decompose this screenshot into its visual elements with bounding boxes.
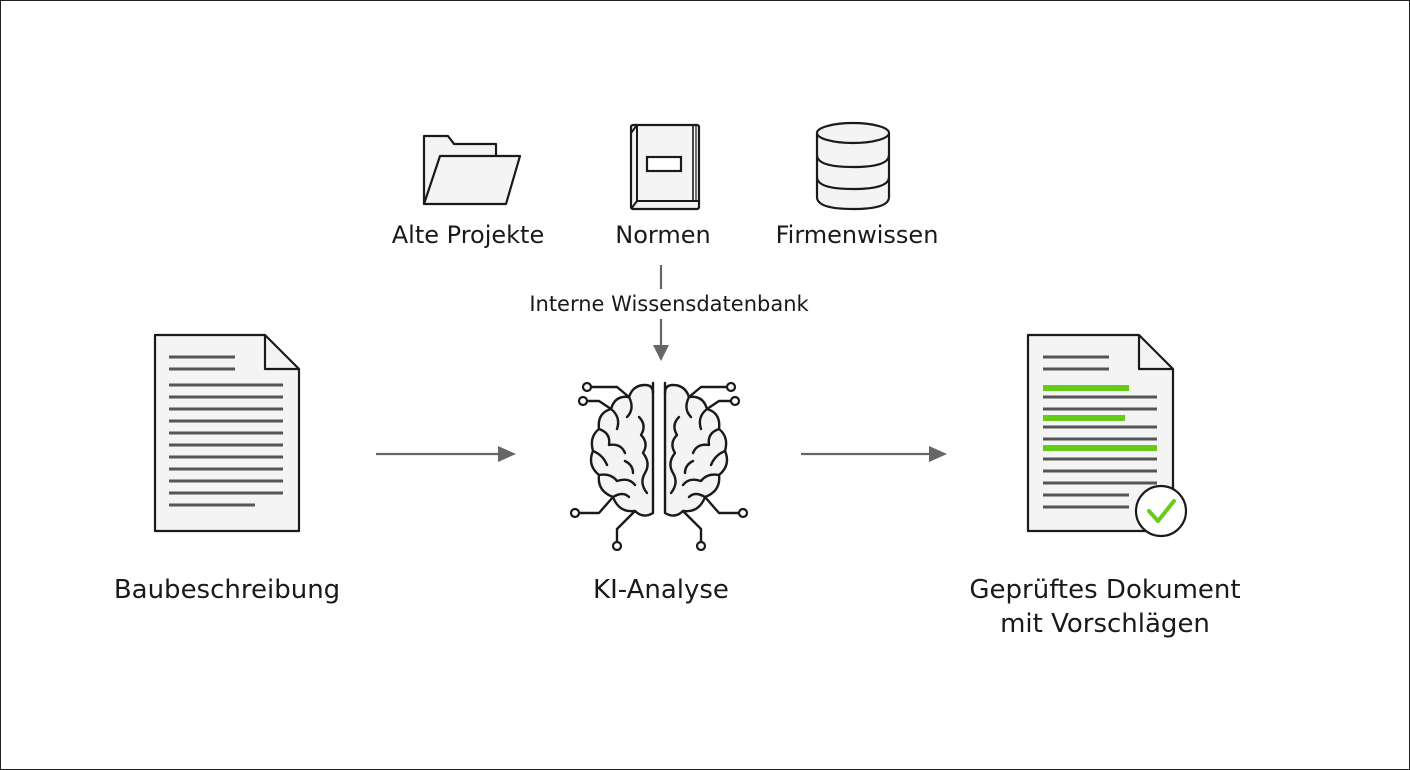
ai-brain-icon (569, 381, 749, 551)
knowledge-base-label: Interne Wissensdatenbank (525, 292, 813, 316)
database-icon (815, 121, 891, 211)
source-label-firmenwissen: Firmenwissen (775, 221, 939, 249)
step-label-geprueftes-dokument: Geprüftes Dokument mit Vorschlägen (969, 573, 1240, 641)
checked-document-icon (1026, 333, 1188, 538)
step-label-ki-analyse: KI-Analyse (593, 575, 729, 605)
source-label-normen: Normen (615, 221, 711, 249)
source-label-alte-projekte: Alte Projekte (391, 221, 545, 249)
book-icon (629, 123, 701, 211)
knowledge-arrow (653, 265, 669, 361)
step-label-line-1: Geprüftes Dokument (969, 575, 1241, 605)
folder-icon (422, 134, 522, 206)
step-label-line-2: mit Vorschlägen (1000, 609, 1210, 639)
flow-arrow-2 (801, 446, 947, 462)
document-icon (153, 333, 301, 533)
flow-arrow-1 (376, 446, 516, 462)
step-label-baubeschreibung: Baubeschreibung (113, 575, 341, 605)
